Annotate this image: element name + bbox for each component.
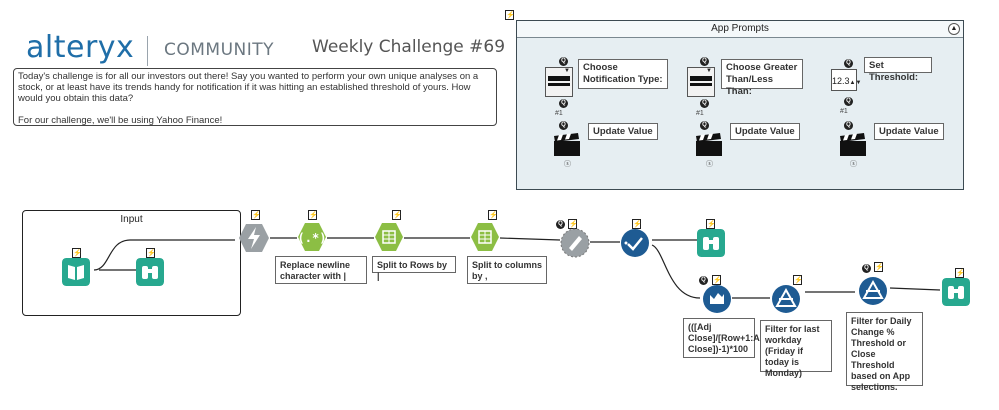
formula-annotation: (([Adj Close]/[Row+1:Adj Close])-1)*100 — [683, 318, 768, 358]
lightning-bolt-icon: ⚡ — [793, 275, 803, 285]
filter-icon[interactable] — [858, 276, 888, 306]
dynamic-input-icon[interactable] — [560, 228, 590, 258]
download-bolt-icon[interactable] — [238, 222, 270, 254]
prompt-1-label: Choose Notification Type: — [578, 59, 668, 89]
lightning-bolt-icon: ⚡ — [72, 248, 82, 258]
interface-question-icon: Q — [699, 276, 708, 285]
clapperboard-icon[interactable] — [695, 133, 723, 157]
output-anchor: ⓢ — [564, 161, 571, 168]
greater-less-dropdown[interactable]: ▼ — [687, 67, 715, 97]
clapperboard-icon[interactable] — [839, 133, 867, 157]
binoculars-icon[interactable] — [136, 258, 164, 286]
input-container[interactable]: Input — [22, 210, 241, 316]
lightning-bolt-icon: ⚡ — [874, 262, 884, 272]
filter-icon[interactable] — [771, 284, 801, 314]
binoculars-icon[interactable] — [942, 278, 970, 306]
prompt-3-label: Set Threshold: — [864, 57, 932, 83]
interface-question-icon: Q — [556, 220, 565, 229]
split-rows-annotation: Split to Rows by | — [372, 256, 456, 281]
collapse-icon[interactable]: ▲ — [948, 23, 960, 35]
lightning-bolt-icon: ⚡ — [632, 219, 642, 229]
filter-daily-annotation: Filter for Daily Change % Threshold or C… — [846, 312, 923, 392]
lightning-bolt-icon: ⚡ — [392, 210, 402, 220]
lightning-bolt-icon: ⚡ — [706, 219, 716, 229]
replace-annotation: Replace newline character with | — [275, 256, 367, 284]
interface-question-icon: Q — [559, 99, 568, 108]
lightning-bolt-icon: ⚡ — [146, 248, 156, 258]
threshold-numeric-updown[interactable]: 12.3▲▼ — [831, 69, 861, 91]
lightning-bolt-icon: ⚡ — [568, 219, 578, 229]
interface-question-icon: Q — [844, 59, 853, 68]
challenge-description-comment[interactable]: Today's challenge is for all our investo… — [13, 68, 497, 126]
challenge-title: Weekly Challenge #69 — [312, 37, 506, 57]
interface-question-icon: Q — [700, 99, 709, 108]
community-logo-text: COMMUNITY — [164, 40, 275, 60]
logo-divider — [147, 36, 148, 66]
update-value-label-2: Update Value — [730, 123, 800, 140]
formula-icon[interactable] — [702, 284, 732, 314]
book-input-icon[interactable] — [62, 258, 90, 286]
lightning-bolt-icon: ⚡ — [712, 275, 722, 285]
lightning-bolt-icon: ⚡ — [955, 268, 965, 278]
container-title: Input — [120, 214, 143, 225]
notification-type-dropdown[interactable]: ▼ — [545, 67, 573, 97]
description-line-2: For our challenge, we'll be using Yahoo … — [18, 115, 223, 126]
threshold-value: 12.3 — [832, 76, 850, 86]
interface-question-icon: Q — [844, 97, 853, 106]
interface-question-icon: Q — [559, 121, 568, 130]
lightning-bolt-icon: ⚡ — [505, 10, 515, 20]
update-value-label-3: Update Value — [874, 123, 944, 140]
lightning-bolt-icon: ⚡ — [251, 210, 261, 220]
svg-text:(.*): (.*) — [298, 231, 327, 245]
prompt-2-label: Choose Greater Than/Less Than: — [721, 59, 803, 97]
regex-icon[interactable]: (.*) — [297, 222, 327, 252]
text-to-columns-icon[interactable] — [374, 222, 404, 252]
lightning-bolt-icon: ⚡ — [308, 210, 318, 220]
clapperboard-icon[interactable] — [553, 133, 581, 157]
app-prompts-title: App Prompts — [517, 21, 963, 38]
alteryx-logo: alteryx — [26, 30, 135, 65]
split-cols-annotation: Split to columns by , — [467, 256, 547, 284]
anchor-label: #1 — [555, 110, 563, 117]
anchor-label: #1 — [840, 108, 848, 115]
select-check-icon[interactable] — [620, 228, 650, 258]
interface-question-icon: Q — [844, 121, 853, 130]
text-to-columns-icon[interactable] — [470, 222, 500, 252]
lightning-bolt-icon: ⚡ — [488, 210, 498, 220]
description-line-1: Today's challenge is for all our investo… — [18, 71, 479, 104]
update-value-label-1: Update Value — [588, 123, 658, 140]
filter-last-workday-annotation: Filter for last workday (Friday if today… — [760, 320, 832, 378]
interface-question-icon: Q — [700, 121, 709, 130]
interface-question-icon: Q — [862, 264, 871, 273]
interface-question-icon: Q — [559, 57, 568, 66]
output-anchor: ⓢ — [706, 161, 713, 168]
anchor-label: #1 — [696, 110, 704, 117]
interface-question-icon: Q — [700, 57, 709, 66]
app-prompts-container[interactable]: App Prompts ▲ Q ▼ Choose Notification Ty… — [516, 20, 964, 190]
binoculars-icon[interactable] — [697, 229, 725, 257]
output-anchor: ⓢ — [850, 161, 857, 168]
